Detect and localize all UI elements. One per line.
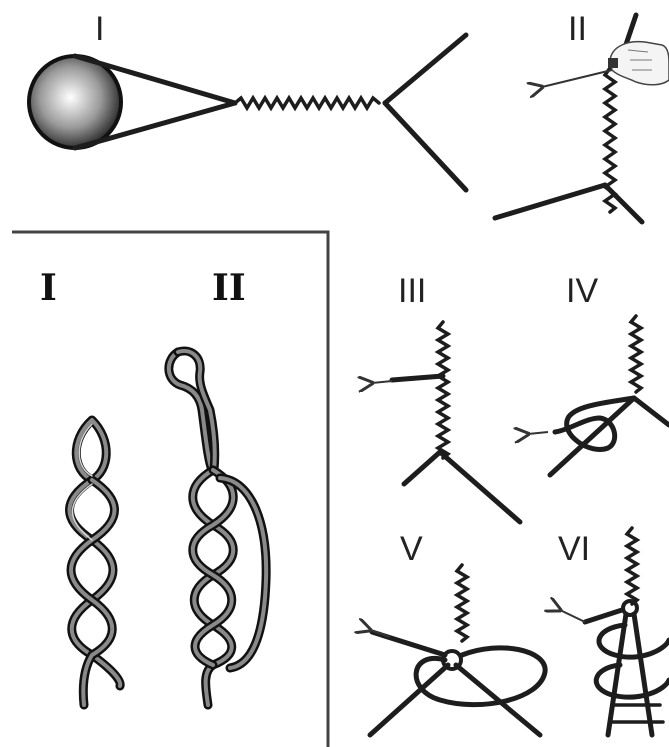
box-frame [12,232,328,747]
twisted-rope-3 [438,322,448,458]
label-panel-3: III [398,272,426,310]
label-panel-5: V [400,530,423,568]
label-panel-2: II [568,10,587,48]
arrow-3 [372,381,392,383]
rope-leg-right-6 [634,614,652,735]
rope-leg-left-6 [608,614,626,735]
twisted-loop-cord [70,420,121,705]
rope-leg-right-3 [440,452,520,522]
panel-1-ball-and-rope: I [29,10,466,190]
label-panel-6: VI [558,530,590,568]
panel-3: III [372,272,520,522]
pull-arrow [542,70,612,87]
label-panel-4: IV [566,272,598,310]
rope-pull-3 [392,376,443,380]
rope-leg-left-4 [550,398,634,475]
panel-2-hand-pull: II [495,10,669,222]
label-panel-1: I [95,10,104,48]
label-box-1: I [40,267,57,309]
hand-icon [608,42,669,85]
arrow-4 [528,432,548,434]
long-loop-cord [169,351,266,705]
panel-5: V [370,530,545,735]
boxed-panel: I II [12,232,328,747]
rope-leg-right-5 [456,665,540,735]
twisted-rope-6 [627,528,637,604]
twisted-rope-horizontal [235,98,379,108]
rope-leg-left-3 [404,452,440,484]
rope-leg-left [495,185,605,218]
panel-4: IV [528,272,669,475]
twisted-rope-4 [631,316,641,392]
ball [29,56,121,148]
rope-leg-right-4 [634,398,669,425]
rope-end-lower [385,103,466,190]
rope-wrap-2-6 [596,665,669,697]
panel-6: VI [558,528,669,735]
rope-pull-6 [585,610,622,622]
label-box-2: II [212,267,246,309]
rope-end-upper [385,35,466,103]
twisted-rope-5 [457,565,467,641]
arrow-6 [560,610,585,622]
